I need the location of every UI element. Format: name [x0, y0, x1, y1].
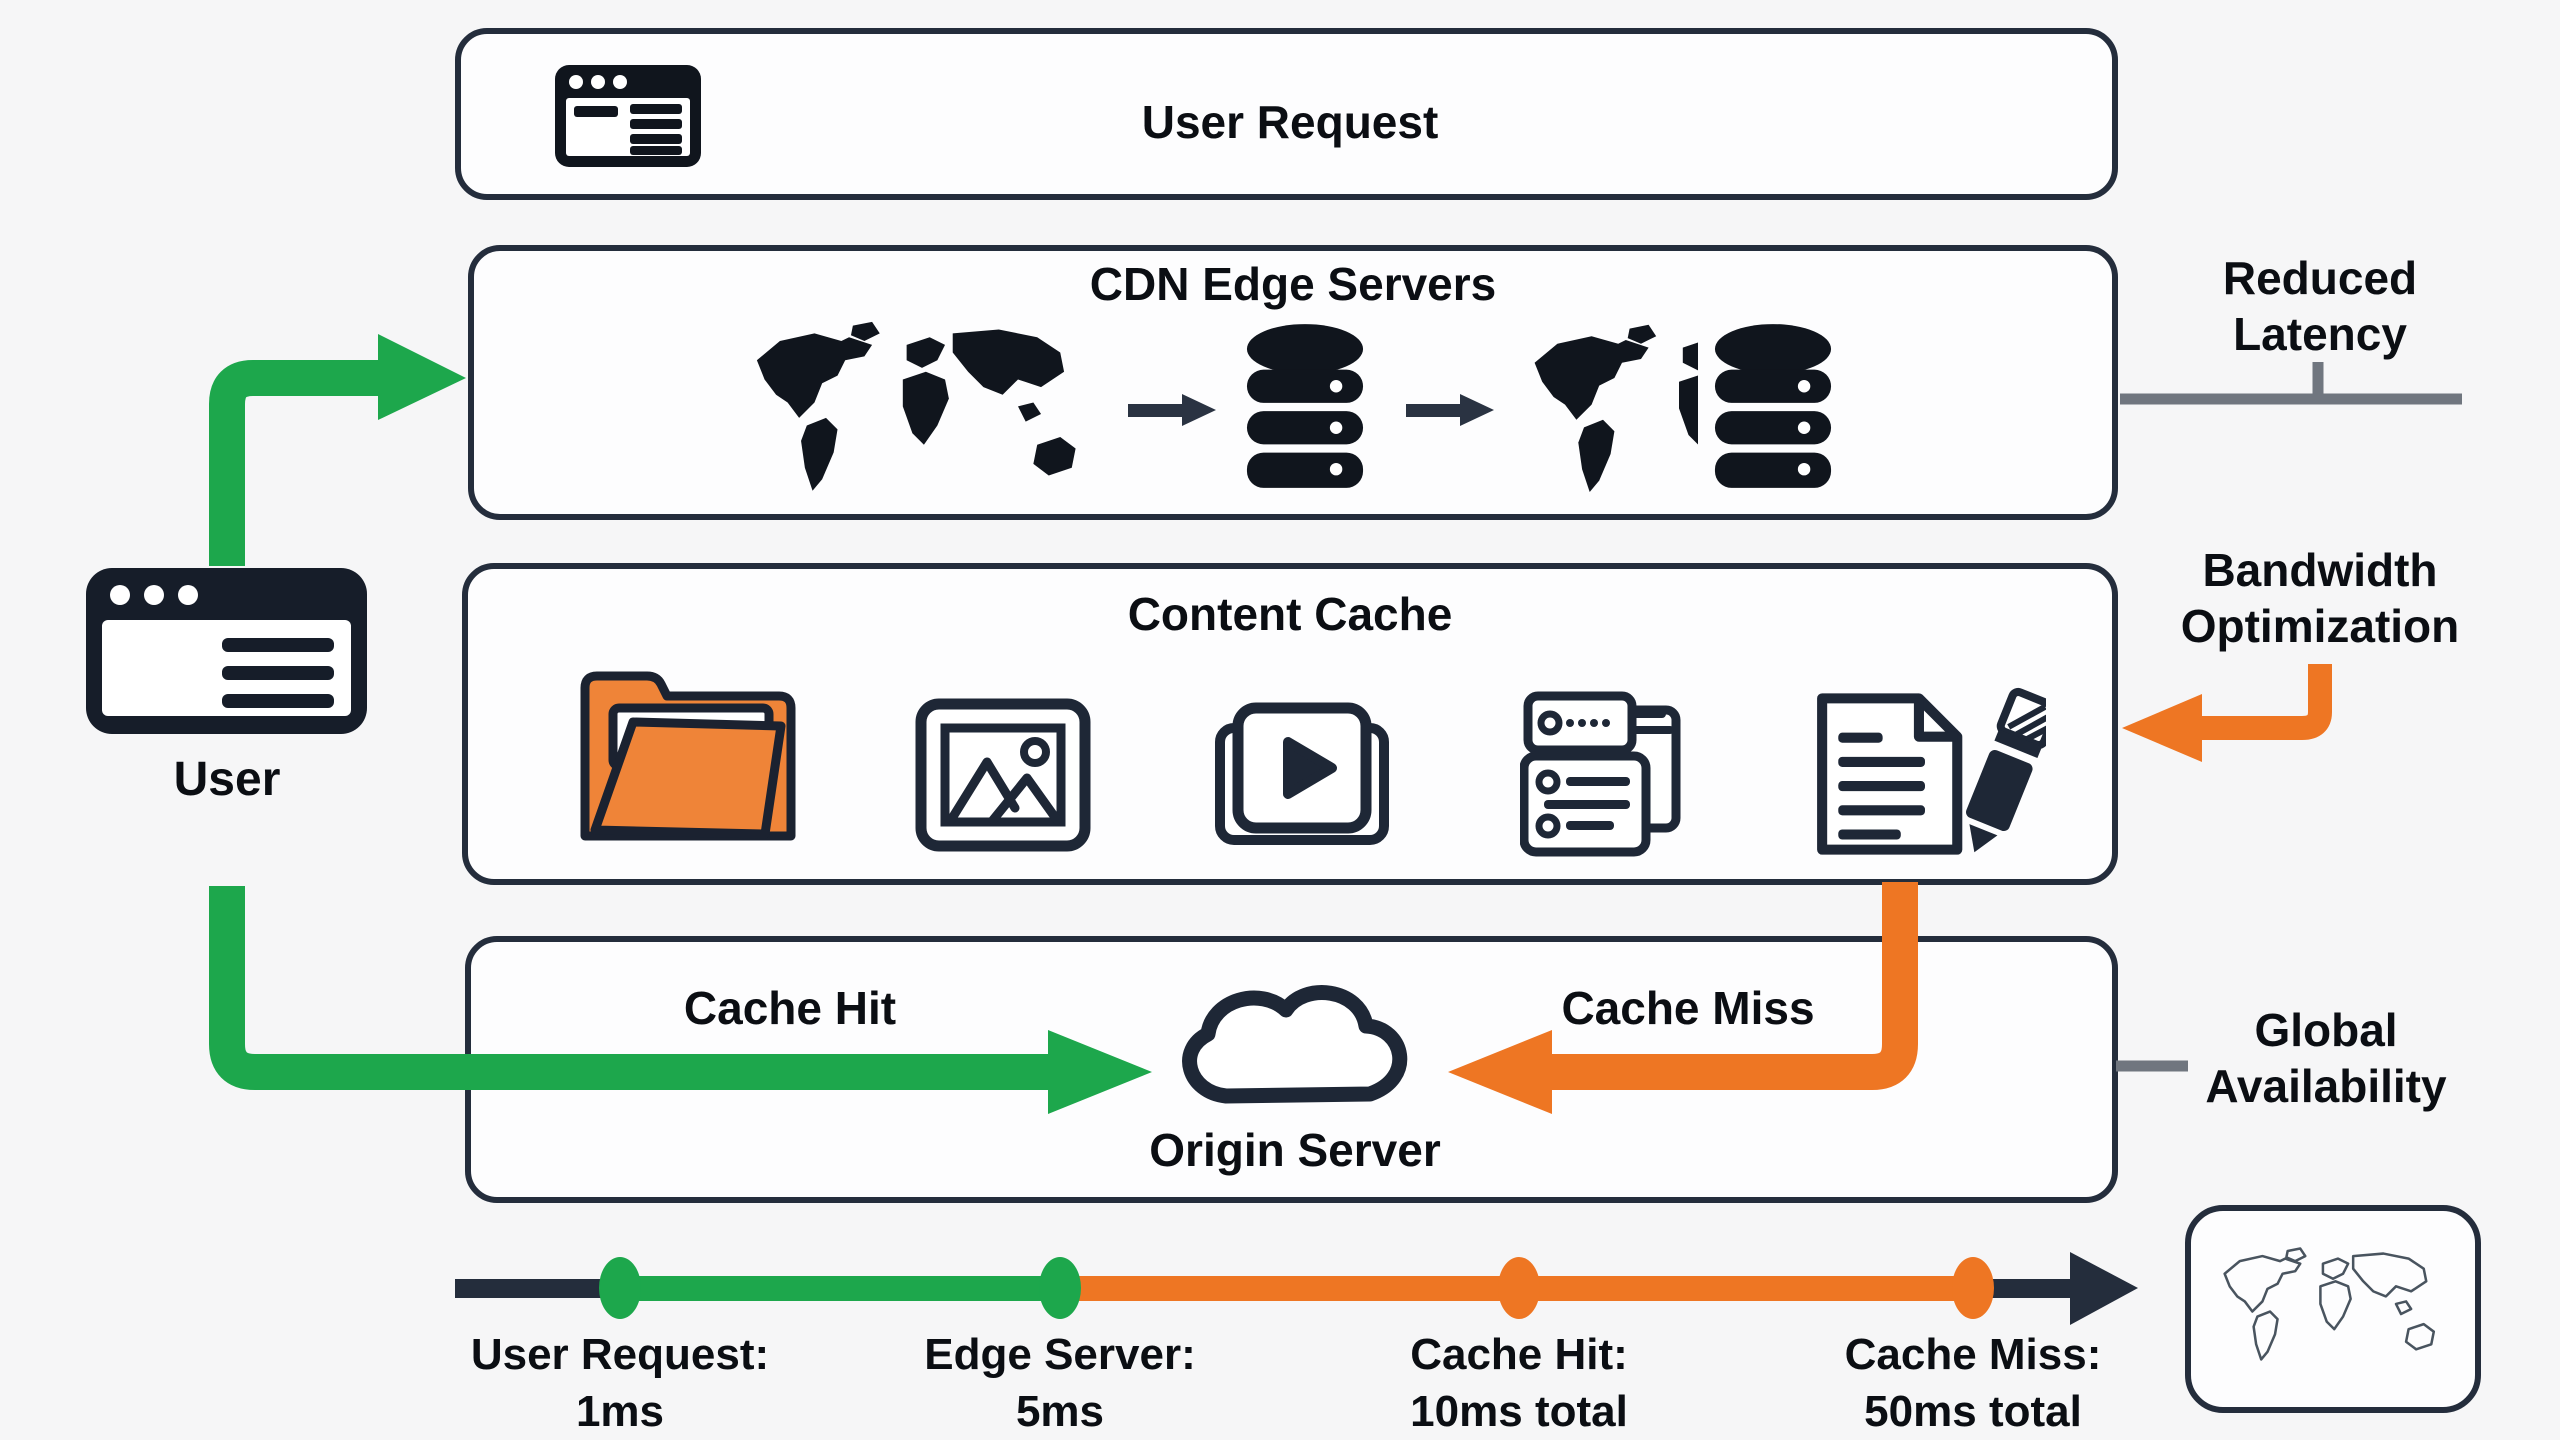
timeline-event-name: Cache Miss:	[1844, 1330, 2102, 1379]
cdn-edge-servers-title: CDN Edge Servers	[1089, 258, 1497, 310]
global-map-thumbnail	[2185, 1205, 2481, 1413]
timeline-marker-user-request	[599, 1257, 641, 1319]
timeline-marker-cache-miss	[1952, 1257, 1994, 1319]
browser-window-icon	[555, 65, 701, 167]
cloud-icon	[1182, 985, 1408, 1104]
user-request-title: User Request	[1141, 96, 1439, 148]
arrow-right-icon	[1406, 394, 1494, 426]
timeline-event-name: User Request:	[470, 1330, 770, 1379]
world-map-icon	[1534, 324, 1698, 492]
cache-hit-label: Cache Hit	[683, 982, 897, 1034]
browser-window-icon	[86, 568, 367, 734]
world-map-icon	[756, 321, 1076, 491]
arrow-right-icon	[1128, 394, 1216, 426]
timeline-label-cache-hit: Cache Hit: 10ms total	[1410, 1326, 1628, 1440]
server-list-icon	[1520, 691, 1681, 857]
bandwidth-optimization-arrow	[2122, 664, 2332, 762]
timeline-marker-edge-server	[1039, 1257, 1081, 1319]
timeline-label-user-request: User Request: 1ms	[471, 1326, 769, 1440]
database-icon	[1714, 324, 1832, 488]
timeline-arrowhead	[2070, 1252, 2138, 1325]
global-availability-label: Global Availability	[2205, 1004, 2447, 1113]
timeline-green-segment	[620, 1276, 1060, 1301]
reduced-latency-label: Reduced Latency	[2222, 252, 2418, 361]
user-label: User	[173, 753, 281, 806]
database-icon	[1246, 324, 1364, 488]
bandwidth-optimization-label: Bandwidth Optimization	[2180, 544, 2460, 653]
timeline-event-value: 1ms	[575, 1387, 665, 1436]
timeline-label-edge-server: Edge Server: 5ms	[924, 1326, 1195, 1440]
timeline-event-value: 50ms total	[1864, 1387, 2082, 1436]
cache-miss-label: Cache Miss	[1561, 982, 1815, 1034]
content-cache-title: Content Cache	[1127, 588, 1453, 640]
timeline-event-value: 5ms	[1015, 1387, 1105, 1436]
user-request-arrow	[209, 334, 466, 566]
user-request-box	[455, 28, 2118, 200]
timeline-label-cache-miss: Cache Miss: 50ms total	[1845, 1326, 2102, 1440]
timeline-event-value: 10ms total	[1410, 1387, 1628, 1436]
document-pen-icon	[1817, 687, 2046, 855]
origin-server-title: Origin Server	[1149, 1124, 1441, 1176]
timeline	[455, 1252, 2138, 1325]
image-icon	[915, 698, 1091, 852]
pen-icon	[1966, 687, 2046, 853]
reduced-latency-connector	[2120, 362, 2462, 405]
video-play-icon	[1215, 702, 1389, 845]
world-map-outline-icon	[2223, 1247, 2436, 1361]
timeline-event-name: Cache Hit:	[1410, 1330, 1628, 1379]
folder-icon	[580, 671, 796, 841]
timeline-event-name: Edge Server:	[924, 1330, 1196, 1379]
timeline-orange-segment	[1060, 1276, 1973, 1301]
timeline-marker-cache-hit	[1498, 1257, 1540, 1319]
